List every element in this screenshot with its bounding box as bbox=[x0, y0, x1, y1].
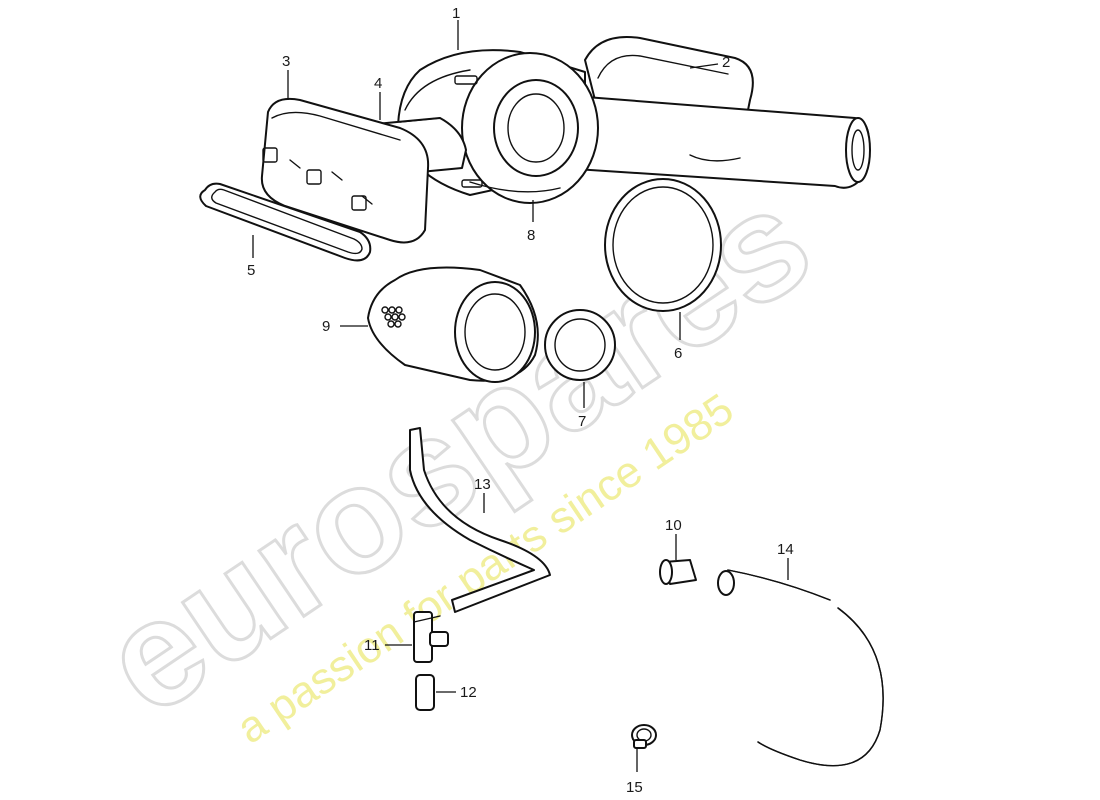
part-5-gasket bbox=[199, 182, 372, 262]
part-6-large-ring bbox=[604, 178, 722, 312]
part-2-intake-duct bbox=[559, 36, 871, 189]
callout-10: 10 bbox=[665, 517, 682, 534]
part-15-hose-clamp bbox=[631, 724, 657, 749]
callout-11: 11 bbox=[364, 637, 380, 654]
callout-6: 6 bbox=[674, 345, 682, 362]
callout-5: 5 bbox=[247, 262, 255, 279]
filter-perforation-pattern bbox=[381, 306, 406, 328]
part-12-short-tube bbox=[415, 674, 435, 711]
callout-8: 8 bbox=[527, 227, 535, 244]
callout-14: 14 bbox=[777, 541, 794, 558]
part-10-sleeve bbox=[659, 559, 697, 585]
part-3-left-duct bbox=[260, 97, 430, 244]
part-14-curved-hose bbox=[717, 569, 884, 767]
callout-13: 13 bbox=[474, 476, 491, 493]
part-7-small-ring bbox=[544, 309, 616, 381]
watermark: eurospares a passion for parts since 198… bbox=[72, 154, 839, 754]
callout-1: 1 bbox=[452, 5, 460, 22]
callout-4: 4 bbox=[374, 75, 382, 92]
callout-12: 12 bbox=[460, 684, 477, 701]
callout-9: 9 bbox=[322, 318, 330, 335]
callout-labels: 1 2 3 4 5 6 7 8 9 10 11 12 13 14 15 bbox=[247, 5, 794, 796]
callout-3: 3 bbox=[282, 53, 290, 70]
watermark-logo: eurospares bbox=[74, 155, 838, 747]
callout-2: 2 bbox=[722, 54, 730, 71]
part-11-fitting bbox=[413, 611, 449, 663]
callout-7: 7 bbox=[578, 413, 586, 430]
leader-lines bbox=[252, 20, 789, 772]
callout-15: 15 bbox=[626, 779, 643, 796]
part-9-filter-element bbox=[367, 266, 539, 383]
part-13-bent-tube bbox=[409, 427, 551, 613]
